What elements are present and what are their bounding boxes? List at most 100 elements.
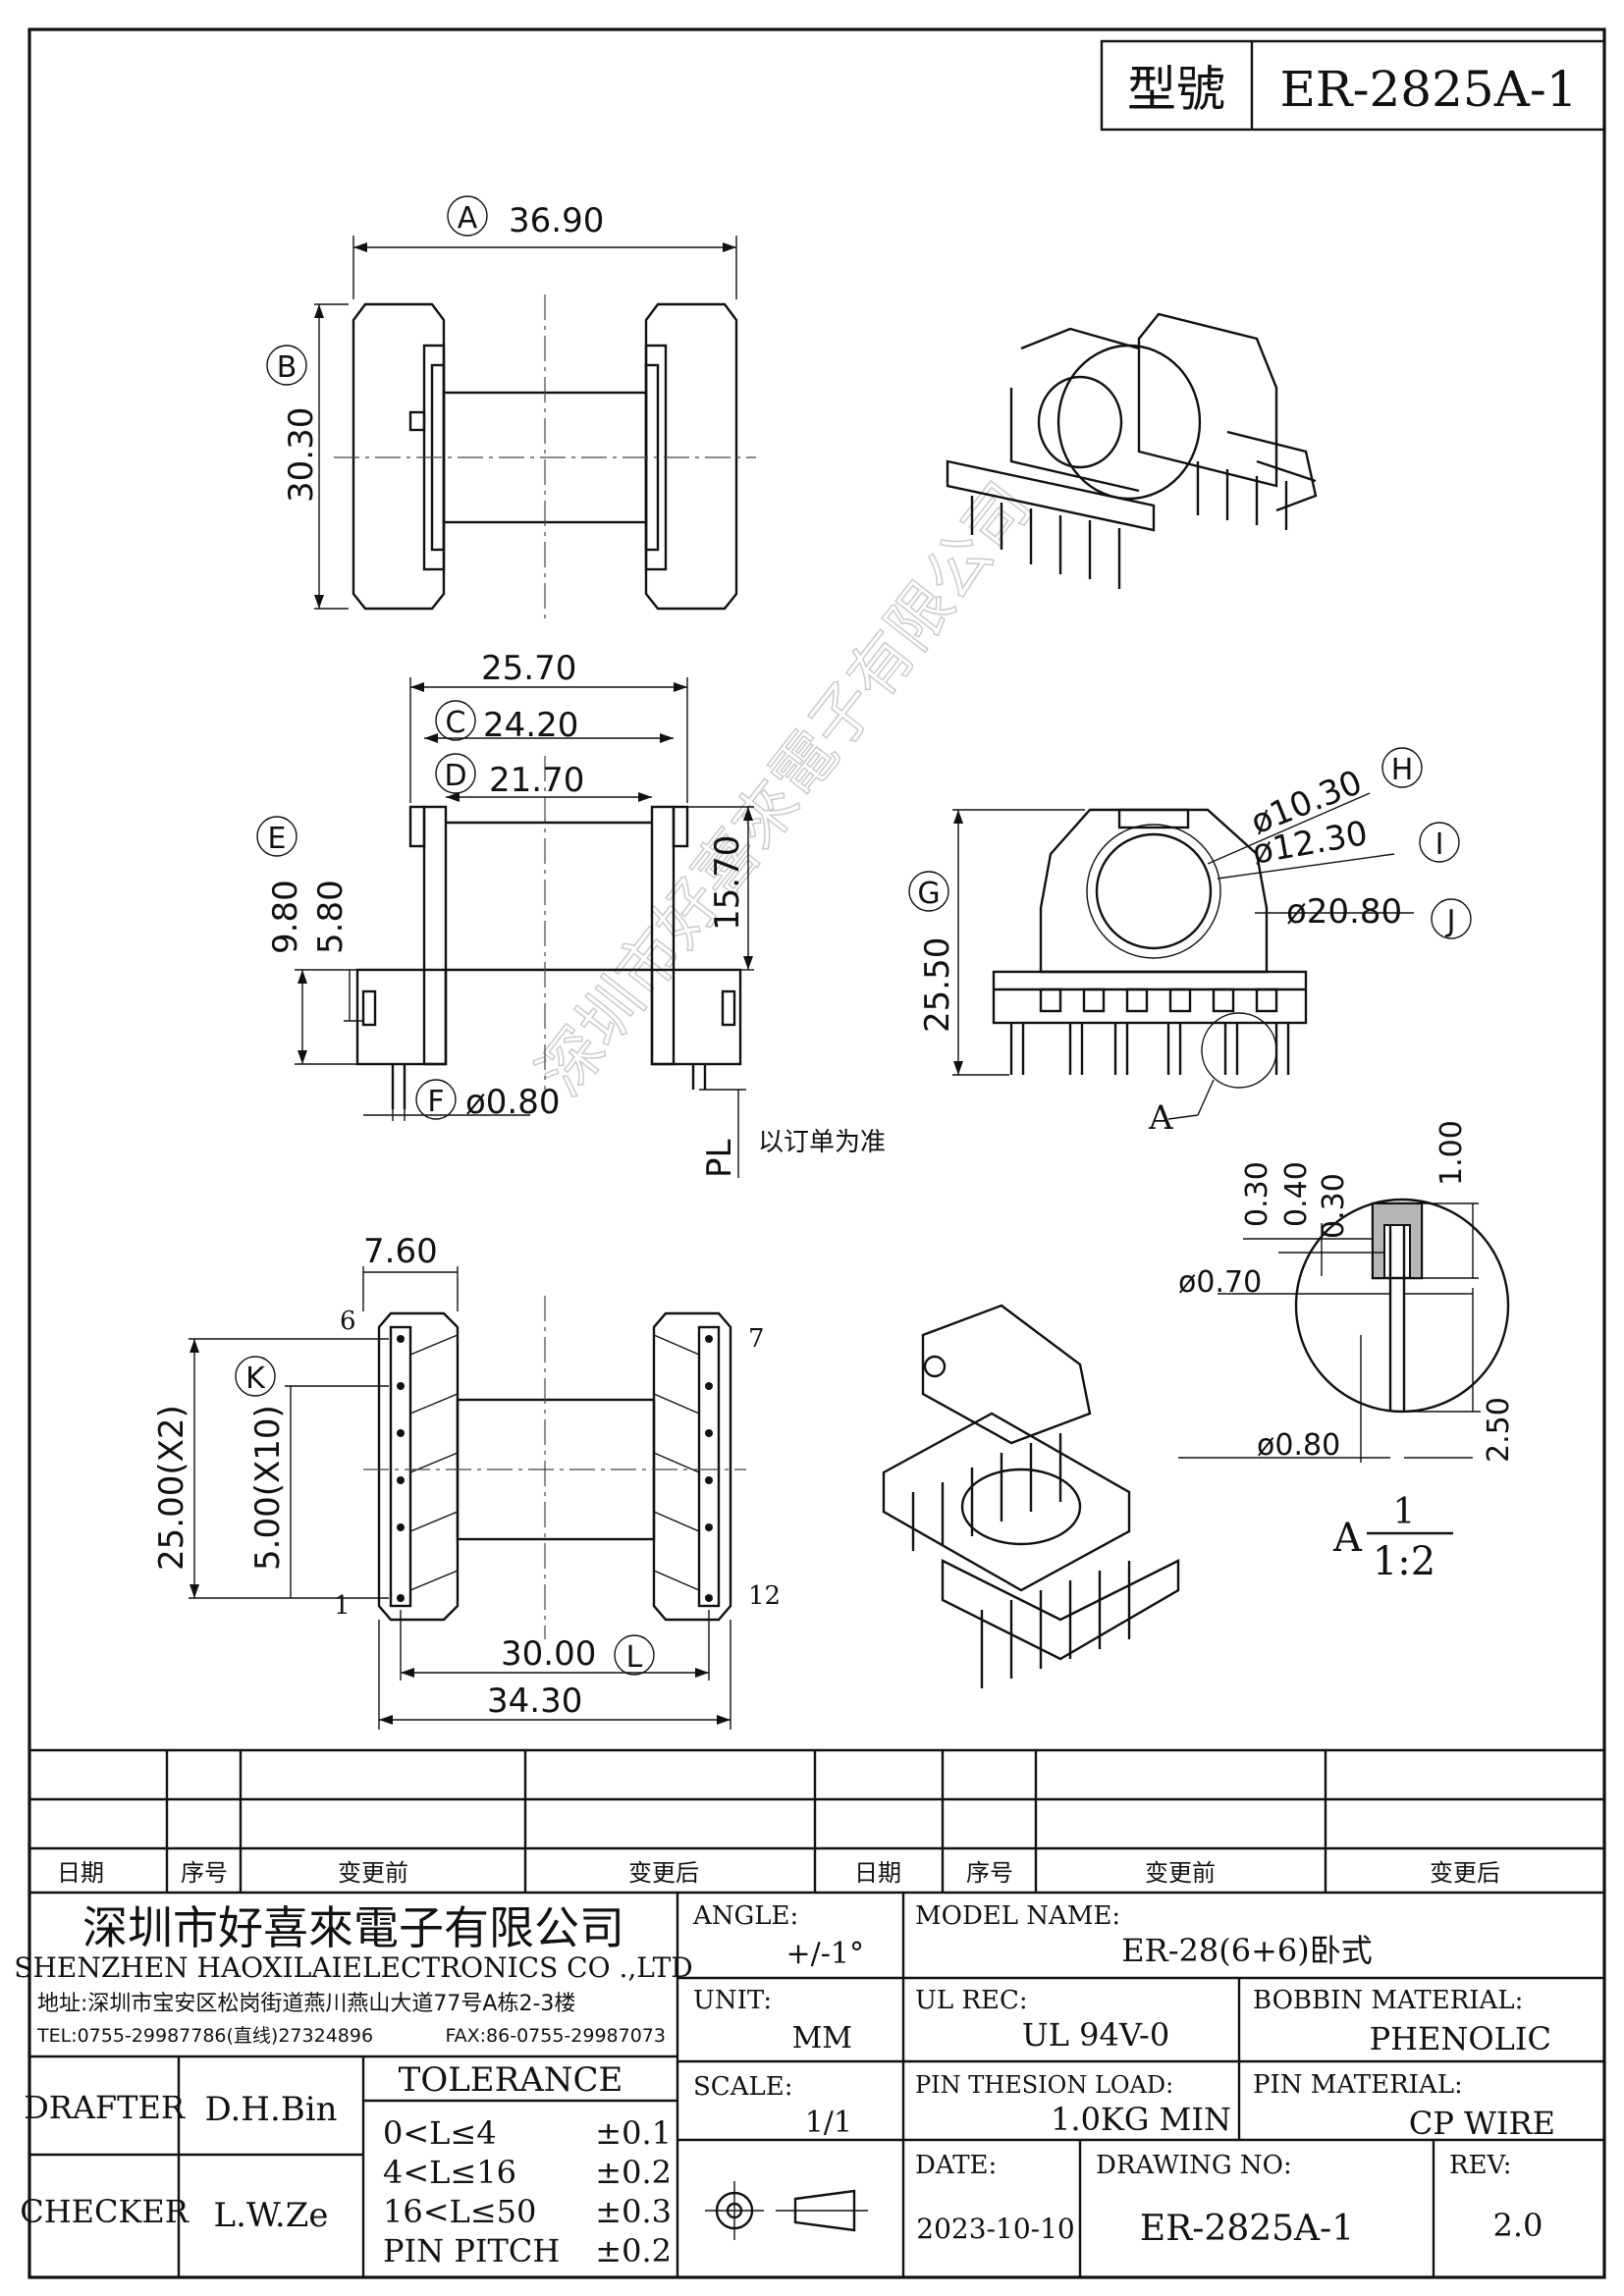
pinmat-label: PIN MATERIAL: <box>1253 2070 1463 2100</box>
company-fax: FAX:86-0755-29987073 <box>445 2025 666 2047</box>
dim-a-value: 36.90 <box>509 201 604 240</box>
title-box-value: ER-2825A-1 <box>1279 61 1577 118</box>
dim-k-value-b: 5.00(X10) <box>248 1405 288 1571</box>
rev-header-date-2: 日期 <box>854 1859 901 1887</box>
detail-ref-a: A <box>1148 1098 1173 1138</box>
detail-a-num: 1 <box>1393 1492 1416 1532</box>
dim-c: C 24.20 <box>435 700 578 745</box>
revision-table: 日期 序号 变更前 变更后 日期 序号 变更前 变更后 <box>29 1750 1604 1895</box>
dim-j: ø20.80 J <box>1286 892 1472 939</box>
pin-label-7: 7 <box>748 1324 765 1354</box>
detail-a-scale: 1:2 <box>1373 1539 1435 1584</box>
circle-marker-c <box>435 700 476 741</box>
drawno-value: ER-2825A-1 <box>1140 2209 1354 2249</box>
dim-d080: ø0.80 <box>1257 1428 1340 1463</box>
dim-c-value: 24.20 <box>483 706 578 745</box>
dim-a: A 36.90 <box>447 195 604 240</box>
rev-header-seq-1: 序号 <box>181 1859 228 1887</box>
rev-value: 2.0 <box>1493 2207 1543 2244</box>
top-view <box>314 236 756 618</box>
dim-257-value: 25.70 <box>481 649 576 688</box>
dim-760-value: 7.60 <box>363 1232 438 1271</box>
dim-d030b: 0.30 <box>1317 1173 1351 1239</box>
sheet-border <box>27 27 1606 2279</box>
dim-pl-label: PL <box>700 1139 739 1178</box>
detail-a-view <box>1178 1198 1510 1463</box>
dim-f-value: ø0.80 <box>465 1083 561 1122</box>
dim-e: E 9.80 5.80 <box>256 816 351 954</box>
iso-view-bottom <box>882 1304 1180 1688</box>
front-view <box>952 792 1414 1120</box>
dim-157: 15.70 <box>708 835 747 931</box>
dim-pl-note: 以订单为准 <box>758 1128 886 1157</box>
rev-header-before-1: 变更前 <box>338 1859 408 1887</box>
svg-text:I: I <box>1435 828 1444 862</box>
pin-label-1: 1 <box>334 1591 351 1621</box>
ulrec-value: UL 94V-0 <box>1022 2016 1169 2054</box>
pin-label-12: 12 <box>748 1581 781 1611</box>
dim-g: G 25.50 <box>908 871 957 1033</box>
dim-l-value: 30.00 <box>501 1634 596 1674</box>
circle-marker-a <box>447 195 488 237</box>
svg-text:H: H <box>1391 753 1414 787</box>
dim-b-value: 30.30 <box>282 407 321 503</box>
dim-d100: 1.00 <box>1435 1120 1469 1186</box>
dim-e-value-a: 9.80 <box>266 880 305 954</box>
drawno-label: DRAWING NO: <box>1096 2151 1292 2180</box>
dim-j-value: ø20.80 <box>1286 892 1402 932</box>
circle-marker-b <box>266 345 307 386</box>
tolerance-range-1: 4<L≤16 <box>383 2154 516 2191</box>
dim-d070: ø0.70 <box>1178 1265 1262 1300</box>
company-block: 深圳市好喜來電子有限公司 SHENZHEN HAOXILAIELECTRONIC… <box>14 1901 692 2047</box>
bottom-view <box>189 1266 746 1730</box>
bottom-view-labels: 7.60 K 25.00(X2) 5.00(X10) 30.00 L 34.30… <box>152 1232 781 1721</box>
detail-a-label: A 1 1:2 <box>1332 1492 1453 1584</box>
tolerance-value-0: ±0.1 <box>595 2114 672 2152</box>
company-name-cn: 深圳市好喜來電子有限公司 <box>82 1901 624 1954</box>
title-box: 型號 ER-2825A-1 <box>1100 39 1606 132</box>
rev-header-after-2: 变更后 <box>1430 1859 1500 1887</box>
dim-3430-value: 34.30 <box>487 1682 582 1721</box>
rev-header-after-1: 变更后 <box>628 1859 699 1887</box>
dim-157-value: 15.70 <box>708 835 747 931</box>
iso-view-top <box>946 312 1318 589</box>
scale-value: 1/1 <box>805 2106 852 2140</box>
tolerance-range-2: 16<L≤50 <box>383 2193 536 2230</box>
company-name-en: SHENZHEN HAOXILAIELECTRONICS CO .,LTD <box>14 1951 692 1984</box>
tolerance-range-3: PIN PITCH <box>383 2232 560 2269</box>
circle-marker-f <box>415 1079 457 1120</box>
people-block: DRAFTER D.H.Bin CHECKER L.W.Ze <box>20 2089 337 2235</box>
model-label: MODEL NAME: <box>915 1901 1120 1931</box>
dim-d-value: 21.70 <box>489 761 584 800</box>
tolerance-range-0: 0<L≤4 <box>383 2114 497 2152</box>
drafter-label: DRAFTER <box>24 2089 186 2126</box>
bobbin-value: PHENOLIC <box>1370 2020 1551 2057</box>
checker-value: L.W.Ze <box>214 2196 329 2235</box>
tolerance-block: TOLERANCE 0<L≤4 ±0.1 4<L≤16 ±0.2 16<L≤50… <box>383 2060 672 2269</box>
svg-text:F: F <box>427 1085 444 1119</box>
dim-b: B 30.30 <box>266 345 321 503</box>
circle-marker-d <box>435 753 476 794</box>
svg-text:A: A <box>458 201 478 236</box>
unit-label: UNIT: <box>693 1986 772 2015</box>
dim-k-value-a: 25.00(X2) <box>152 1405 191 1571</box>
pin-label-6: 6 <box>340 1307 356 1336</box>
circle-marker-i <box>1419 822 1460 863</box>
pinmat-value: CP WIRE <box>1409 2105 1555 2142</box>
side-view <box>295 677 754 1178</box>
circle-marker-e <box>256 816 298 857</box>
tolerance-value-1: ±0.2 <box>595 2154 672 2191</box>
ulrec-label: UL REC: <box>915 1986 1028 2015</box>
dim-d250: 2.50 <box>1482 1397 1516 1463</box>
load-value: 1.0KG MIN <box>1051 2101 1231 2138</box>
rev-header-seq-2: 序号 <box>966 1859 1013 1887</box>
tolerance-value-3: ±0.2 <box>595 2232 672 2269</box>
tolerance-value-2: ±0.3 <box>595 2193 672 2230</box>
dim-g-value: 25.50 <box>918 937 957 1033</box>
date-value: 2023-10-10 <box>916 2213 1074 2245</box>
checker-label: CHECKER <box>20 2193 189 2230</box>
date-label: DATE: <box>915 2151 997 2180</box>
detail-a-letter: A <box>1332 1516 1363 1561</box>
dim-d030: 0.30 <box>1240 1161 1274 1227</box>
